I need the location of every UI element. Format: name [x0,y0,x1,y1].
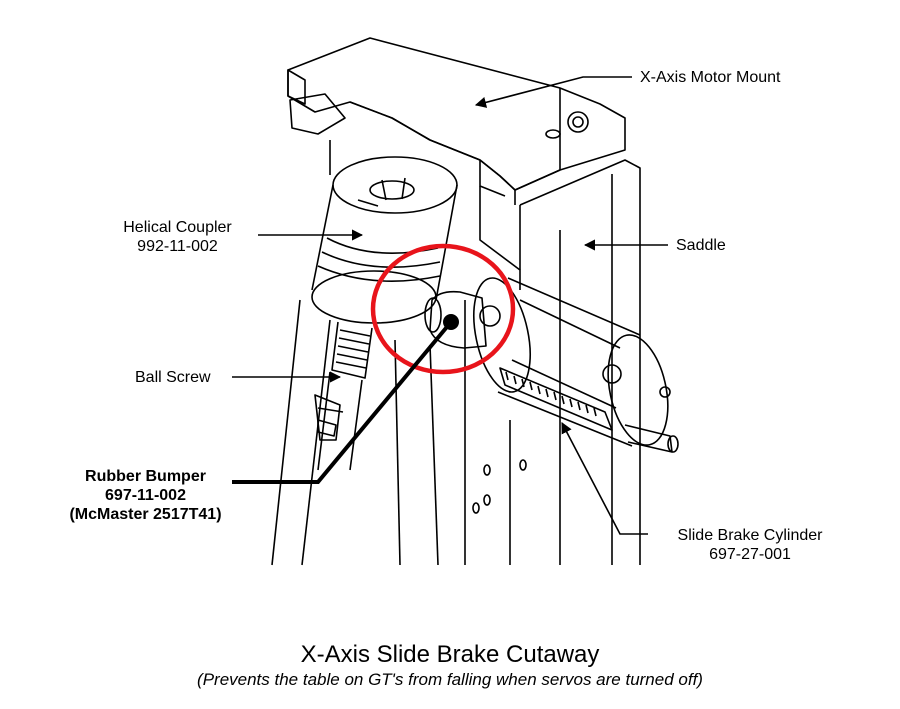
leader-rubber-bumper [232,320,453,484]
label-motor-mount: X-Axis Motor Mount [640,69,781,86]
leader-motor-mount [474,76,632,108]
helical-coupler-part: 992-11-002 [137,238,218,255]
label-helical-coupler: Helical Coupler 992-11-002 [105,218,250,256]
column-shape [271,140,439,566]
rubber-bumper-name: Rubber Bumper [85,468,206,485]
rubber-bumper-vendor: (McMaster 2517T41) [69,506,222,523]
slide-brake-name: Slide Brake Cylinder [677,527,823,544]
helical-coupler-shape [311,156,458,324]
ball-screw-shape [317,321,373,471]
leader-lines [232,76,668,535]
label-ball-screw: Ball Screw [135,369,211,386]
rubber-bumper-part: 697-11-002 [105,487,186,504]
slide-brake-cylinder-shape [424,277,679,453]
caption-subtitle: (Prevents the table on GT's from falling… [197,670,703,689]
slide-brake-part: 697-27-001 [709,546,791,563]
caption-title: X-Axis Slide Brake Cutaway [300,641,600,668]
saddle-shape [464,159,641,565]
label-saddle: Saddle [676,237,726,254]
leader-brake [561,422,648,535]
highlight-circle [370,243,516,375]
label-slide-brake-cylinder: Slide Brake Cylinder 697-27-001 [655,526,845,564]
helical-coupler-name: Helical Coupler [123,219,232,236]
part-outlines [271,37,679,566]
label-rubber-bumper: Rubber Bumper 697-11-002 (McMaster 2517T… [58,467,233,524]
